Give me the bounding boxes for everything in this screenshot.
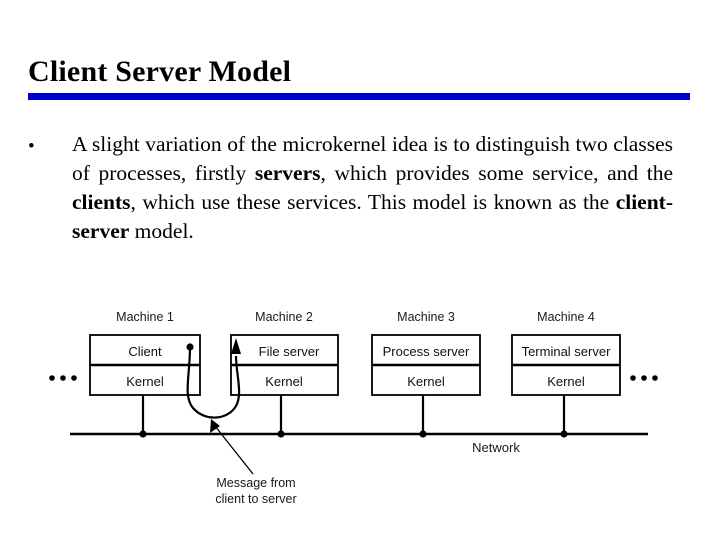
machine-4-title: Machine 4 [537, 310, 595, 324]
message-curve-path [186, 346, 241, 419]
machine-3-title: Machine 3 [397, 310, 455, 324]
paragraph-text: , which provides some service, and the [320, 161, 674, 185]
message-arrowhead-icon [231, 338, 241, 354]
caption-leader-line [214, 425, 254, 475]
machine-2-title: Machine 2 [255, 310, 313, 324]
message-caption-group: Message from client to server [210, 419, 297, 506]
machine-4-kernel-label: Kernel [547, 374, 585, 389]
machine-3-kernel-label: Kernel [407, 374, 445, 389]
bullet-paragraph: A slight variation of the microkernel id… [72, 130, 673, 246]
bullet-list: • A slight variation of the microkernel … [28, 130, 673, 246]
paragraph-text: model. [129, 219, 194, 243]
paragraph-text: , which use these services. This model i… [130, 190, 616, 214]
machine-4-top-label: Terminal server [522, 344, 612, 359]
network-label: Network [472, 440, 520, 455]
machine-2-top-label: File server [259, 344, 320, 359]
machine-1-group: Machine 1 Client Kernel [89, 310, 201, 438]
machine-3-top-label: Process server [383, 344, 470, 359]
machine-3-group: Machine 3 Process server Kernel [371, 310, 481, 438]
ellipsis-right-icon [630, 375, 658, 381]
machine-1-title: Machine 1 [116, 310, 174, 324]
machine-2-kernel-label: Kernel [265, 374, 303, 389]
page-title: Client Server Model [28, 55, 292, 88]
caption-leader-arrowhead-icon [210, 419, 220, 433]
machine-4-group: Machine 4 Terminal server Kernel [511, 310, 621, 438]
machine-2-group: Machine 2 File server Kernel [230, 310, 339, 438]
message-arrow-group [186, 338, 241, 419]
caption-line-1: Message from [216, 476, 295, 490]
bullet-marker-icon: • [28, 136, 35, 157]
client-server-diagram: Machine 1 Client Kernel Machine 2 File s… [0, 296, 720, 526]
machine-1-kernel-label: Kernel [126, 374, 164, 389]
emphasis-term: clients [72, 190, 131, 214]
machine-1-top-label: Client [128, 344, 162, 359]
title-underline-rule [28, 93, 690, 100]
caption-line-2: client to server [215, 492, 296, 506]
ellipsis-left-icon [49, 375, 77, 381]
emphasis-term: client-server [72, 190, 673, 243]
emphasis-term: servers [254, 161, 321, 185]
paragraph-text: A slight variation of the microkernel id… [72, 132, 673, 185]
